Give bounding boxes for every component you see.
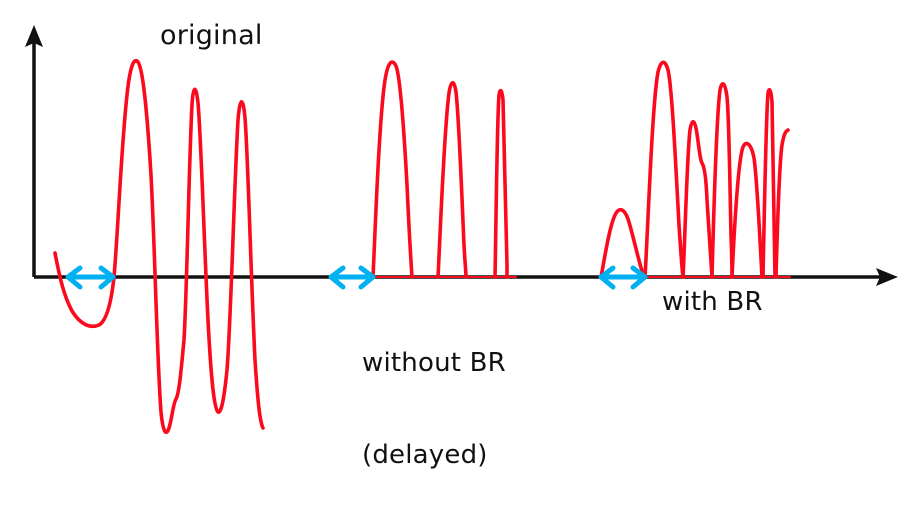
label-without-br-line2: (delayed) bbox=[362, 440, 488, 471]
label-without-br: without BR (delayed) bbox=[362, 287, 506, 532]
delay-marker-original bbox=[65, 265, 116, 290]
x-axis-arrowhead-icon bbox=[876, 268, 898, 286]
label-original: original bbox=[160, 20, 263, 51]
delay-marker-original-left-arrowhead-icon bbox=[65, 265, 83, 290]
waveform-with-br-pulse-2 bbox=[643, 60, 685, 279]
waveform-with-br-pulse-3 bbox=[681, 120, 714, 279]
waveform-original bbox=[53, 58, 265, 434]
delay-marker-without-br bbox=[328, 265, 376, 290]
waveform-without-br-pulse-3 bbox=[493, 88, 509, 279]
waveform-with-br-pulse-7 bbox=[774, 128, 790, 279]
delay-marker-with-br bbox=[598, 265, 648, 290]
waveform-with-br bbox=[599, 208, 646, 279]
delay-marker-with-br-left-arrowhead-icon bbox=[598, 265, 616, 290]
waveform-without-br bbox=[371, 60, 414, 279]
label-with-br: with BR bbox=[662, 287, 763, 317]
signal-comparison-figure: original without BR (delayed) with BR bbox=[25, 20, 898, 471]
waveform-with-br-pulse-5 bbox=[730, 141, 764, 279]
delay-marker-with-br-right-arrowhead-icon bbox=[630, 265, 648, 290]
waveform-without-br-pulse-2 bbox=[436, 80, 468, 279]
delay-marker-without-br-left-arrowhead-icon bbox=[328, 265, 346, 290]
y-axis-arrowhead-icon bbox=[25, 25, 43, 47]
waveform-with-br-pulse-4 bbox=[710, 82, 734, 279]
waveform-canvas bbox=[25, 25, 898, 434]
label-without-br-line1: without BR bbox=[362, 348, 506, 379]
delay-marker-original-right-arrowhead-icon bbox=[98, 265, 116, 290]
waveform-group bbox=[53, 58, 791, 434]
waveform-with-br-pulse-6 bbox=[761, 87, 777, 279]
delay-marker-group bbox=[65, 265, 648, 290]
delay-marker-without-br-right-arrowhead-icon bbox=[358, 265, 376, 290]
